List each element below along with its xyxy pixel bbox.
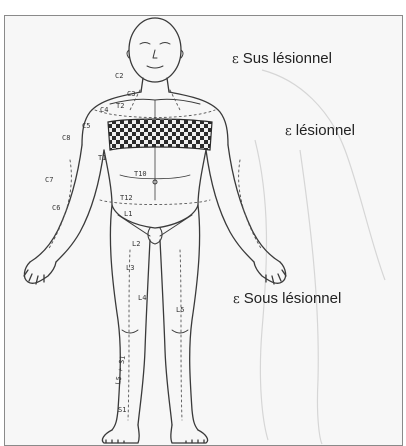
dermatome-l2: L2	[132, 240, 140, 248]
dermatome-c7: C7	[45, 176, 53, 184]
dermatome-c3: C3	[127, 90, 135, 98]
label-sous-lesionnel: ε Sous lésionnel	[233, 290, 341, 307]
dermatome-t2: T2	[116, 102, 124, 110]
dermatome-c2: C2	[115, 72, 123, 80]
label-text: Sus lésionnel	[243, 50, 332, 67]
dermatome-l5: L5	[176, 306, 184, 314]
epsilon-symbol: ε	[233, 292, 240, 307]
dermatome-c6: C6	[52, 204, 60, 212]
dermatome-t1: T1	[98, 154, 106, 162]
epsilon-symbol: ε	[285, 124, 292, 139]
label-lesionnel: ε lésionnel	[285, 122, 355, 139]
label-sus-lesionnel: ε Sus lésionnel	[232, 50, 332, 67]
dermatome-s1: S1	[118, 406, 126, 414]
dermatome-t10: T10	[134, 170, 147, 178]
lesional-band	[108, 119, 212, 150]
dermatome-l1: L1	[124, 210, 132, 218]
dermatome-c5: C5	[82, 122, 90, 130]
dermatome-c8: C8	[62, 134, 70, 142]
label-text: lésionnel	[296, 122, 355, 139]
label-text: Sous lésionnel	[244, 290, 342, 307]
human-figure	[24, 18, 286, 443]
dermatome-l5-s1: L5 + S1	[114, 355, 127, 385]
dermatome-l3: L3	[126, 264, 134, 272]
dermatome-t12: T12	[120, 194, 133, 202]
epsilon-symbol: ε	[232, 52, 239, 67]
dermatome-c4: C4	[100, 106, 108, 114]
dermatome-l4: L4	[138, 294, 146, 302]
